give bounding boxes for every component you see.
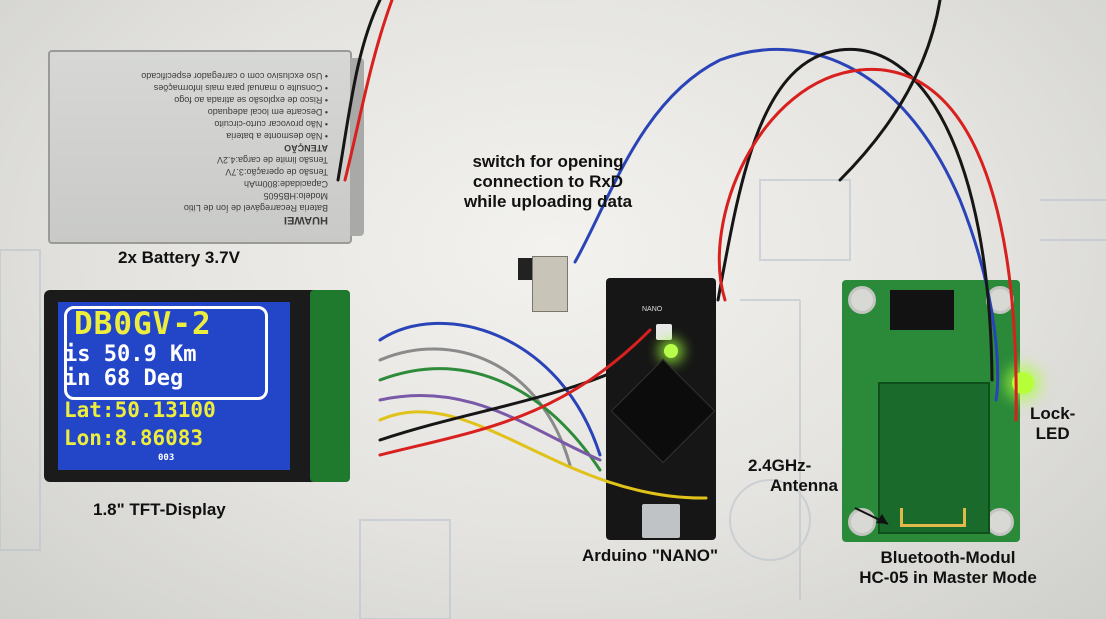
reset-button	[656, 324, 672, 340]
wire-black	[838, 0, 942, 182]
mount-hole	[848, 286, 876, 314]
wire-blue	[378, 321, 602, 457]
antenna-arrowhead	[876, 514, 888, 524]
wire-red	[378, 328, 652, 457]
battery-edge	[350, 58, 364, 236]
tft-label: 1.8" TFT-Display	[93, 500, 226, 519]
tft-info-box	[64, 306, 268, 400]
switch-label: switch for opening connection to RxD whi…	[438, 152, 658, 212]
switch-lever	[518, 258, 534, 280]
arduino-nano-board: NANO	[606, 278, 716, 540]
mini-usb-port	[642, 504, 680, 538]
lock-led-label: Lock- LED	[1030, 404, 1075, 444]
wire-red	[717, 67, 1018, 422]
pcb-antenna	[900, 508, 966, 527]
mount-hole	[848, 508, 876, 536]
switch-label-line: while uploading data	[463, 192, 633, 211]
power-led	[664, 344, 678, 358]
bluetooth-label-line: Bluetooth-Modul	[880, 548, 1016, 567]
hc05-module	[878, 382, 990, 534]
battery-pack: HUAWEI Bateria Recarregável de Íon de Lí…	[48, 50, 364, 244]
tft-latitude: Lat:50.13100	[64, 398, 216, 422]
antenna-label-line: 2.4GHz-	[748, 456, 812, 475]
antenna-label: 2.4GHz- Antenna	[748, 456, 838, 496]
wire-black	[378, 358, 642, 442]
slide-switch	[518, 252, 576, 320]
tft-screen: DB0GV-2 is 50.9 Km in 68 Deg Lat:50.1310…	[58, 302, 290, 470]
wire-yellow	[378, 410, 708, 500]
wire-red	[343, 0, 394, 182]
wire-blue	[573, 47, 1000, 402]
wire-gray	[378, 347, 572, 467]
tft-pcb	[310, 290, 350, 482]
lock-led-label-line: LED	[1035, 424, 1070, 443]
bluetooth-label-line: HC-05 in Master Mode	[859, 568, 1037, 587]
battery-label: 2x Battery 3.7V	[118, 248, 240, 267]
mount-hole	[986, 508, 1014, 536]
antenna-label-line: Antenna	[770, 476, 838, 495]
tft-display-module: DB0GV-2 is 50.9 Km in 68 Deg Lat:50.1310…	[44, 290, 350, 482]
wire-purple	[378, 394, 602, 462]
tft-direction: in 68 Deg	[64, 366, 184, 391]
tft-longitude: Lon:8.86083	[64, 426, 204, 450]
tft-callsign: DB0GV-2	[74, 306, 212, 342]
nano-silkscreen: NANO	[642, 306, 663, 313]
switch-label-line: connection to RxD	[472, 172, 624, 191]
lock-led-label-line: Lock-	[1030, 404, 1076, 423]
wire-black	[716, 47, 994, 382]
tft-counter: 003	[158, 453, 175, 463]
switch-body	[532, 256, 568, 312]
switch-label-line: switch for opening	[472, 152, 624, 171]
wire-black	[336, 0, 382, 182]
wire-green	[378, 367, 602, 472]
bluetooth-label: Bluetooth-Modul HC-05 in Master Mode	[838, 548, 1058, 588]
tft-distance: is 50.9 Km	[64, 342, 197, 367]
nano-label: Arduino "NANO"	[582, 546, 719, 565]
regulator-chip	[890, 290, 954, 330]
